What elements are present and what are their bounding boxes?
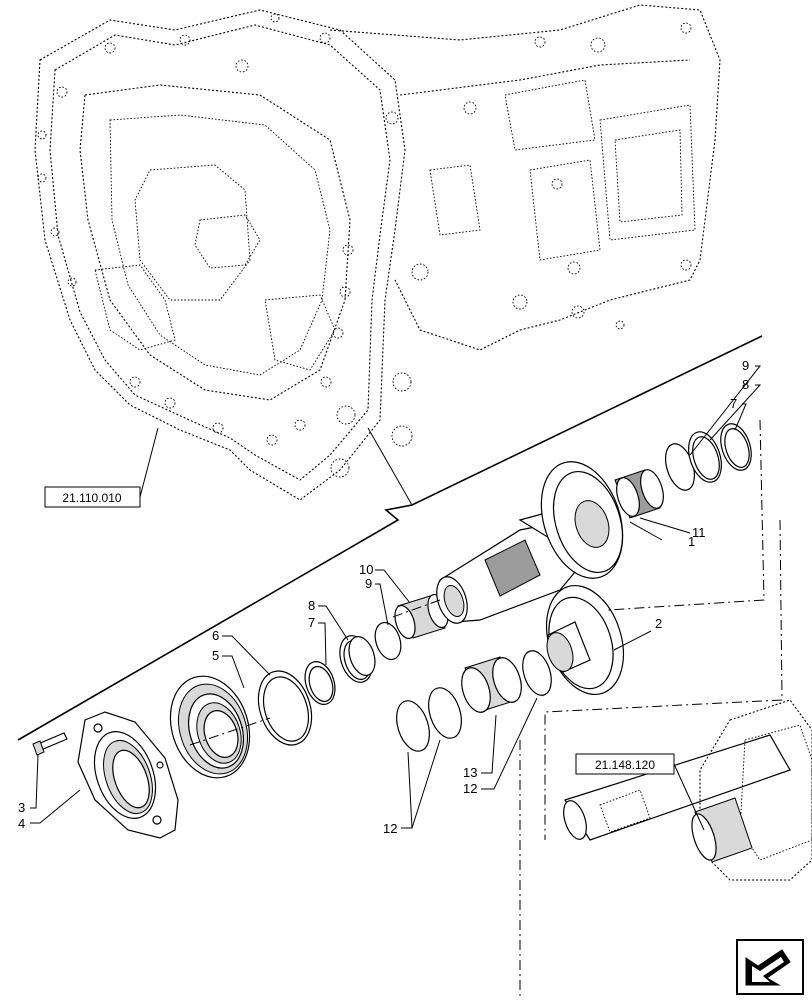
housing-reference-box[interactable]: 21.110.010 xyxy=(44,486,141,508)
part-1-gear-shaft xyxy=(436,461,624,624)
callout-3: 3 xyxy=(18,800,25,815)
callout-9-left: 9 xyxy=(365,576,372,591)
callout-leaders xyxy=(30,365,762,829)
output-shaft-assembly xyxy=(563,699,812,881)
part-11-needle-bearing xyxy=(614,469,664,519)
transmission-housing xyxy=(34,4,721,501)
callout-7-right: 7 xyxy=(730,396,737,411)
assembly-center-lines xyxy=(189,419,783,1000)
shaft-reference-box[interactable]: 21.148.120 xyxy=(575,753,675,775)
part-4-flange-cover xyxy=(77,711,179,839)
callout-4: 4 xyxy=(18,816,25,831)
next-page-arrow-icon[interactable] xyxy=(736,939,804,995)
shaft-reference-label: 21.148.120 xyxy=(595,758,655,772)
callout-1: 1 xyxy=(688,534,695,549)
callout-9-right: 9 xyxy=(742,358,749,373)
callout-labels: 1 2 3 4 5 6 7 8 9 10 9 8 7 11 12 12 13 xyxy=(18,358,749,836)
part-12-13-rings-bushing xyxy=(396,650,552,752)
callout-11: 11 xyxy=(692,525,706,540)
callout-5: 5 xyxy=(212,648,219,663)
part-5-bearing xyxy=(169,675,251,779)
callout-8-left: 8 xyxy=(308,598,315,613)
callout-2: 2 xyxy=(655,616,662,631)
part-7-8-left-rings xyxy=(304,635,376,705)
section-divider xyxy=(17,335,763,741)
part-9-left-ring xyxy=(374,621,402,661)
housing-reference-label: 21.110.010 xyxy=(62,491,121,505)
callout-12-single: 12 xyxy=(463,781,477,796)
callout-13: 13 xyxy=(463,765,477,780)
part-3-bolt xyxy=(32,732,68,756)
callout-12-pair: 12 xyxy=(383,821,397,836)
part-2-gear xyxy=(546,584,624,696)
callout-10: 10 xyxy=(359,562,373,577)
callout-8-right: 8 xyxy=(742,377,749,392)
callout-6: 6 xyxy=(212,628,219,643)
part-7-8-9-right-rings xyxy=(664,423,752,491)
callout-7-left: 7 xyxy=(308,615,315,630)
